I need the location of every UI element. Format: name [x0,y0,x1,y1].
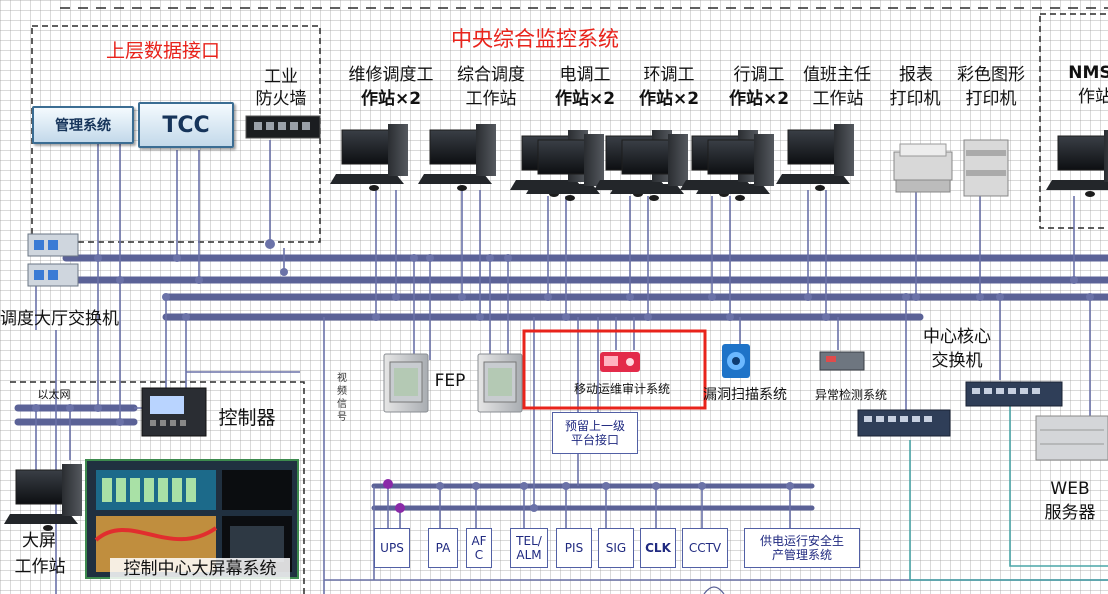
subsystem-cctv: CCTV [682,528,728,568]
mobile-audit-device [600,352,640,372]
mobile-audit-highlight [522,329,707,410]
nms-label-1: NMS [1068,63,1108,83]
hall-switch [27,233,79,287]
pc-nms [1045,129,1108,198]
ethernet-label: 以太网 [37,388,71,401]
vuln-scan-label: 漏洞扫描系统 [703,387,787,403]
firewall-label-1: 工业 [264,67,298,87]
firewall-device [245,115,321,139]
subsystem-pis: PIS [556,528,592,568]
anomaly-label: 异常检测系统 [814,388,887,402]
ws-power-2: 作站×2 [554,89,616,109]
bigscreen-frame [10,381,305,594]
ws-env-1: 环调工 [643,65,695,85]
fep-cabinet-1 [383,353,429,413]
core-switch-label-2: 交换机 [931,351,983,371]
printer-color-2: 打印机 [965,89,1017,109]
anomaly-device [819,351,865,371]
hall-switch-label: 调度大厅交换机 [0,309,119,329]
pc-duty [775,123,855,192]
fep-label: FEP [434,371,466,391]
controller-device [141,387,207,437]
reserved-interface-line-2: 平台接口 [570,433,619,447]
pc-bigscreen [3,463,83,532]
core-switch-label-1: 中心核心 [923,327,991,347]
reserved-interface-box: 预留上一级 平台接口 [552,412,638,454]
ws-maintenance-2: 作站×2 [360,89,422,109]
subsystem-afc: AF C [466,528,492,568]
ws-duty-1: 值班主任 [803,65,871,85]
printer-report-2: 打印机 [889,89,941,109]
firewall-label-2: 防火墙 [255,89,307,109]
subsystem-tel-alm: TEL/ ALM [510,528,548,568]
web-server-label-1: WEB [1050,479,1090,499]
subsystem-power-safety: 供电运行安全生 产管理系统 [744,528,860,568]
pc-integrated [417,123,497,192]
subsystem-pa: PA [428,528,458,568]
video-signal-label: 视频信号 [337,373,347,423]
printer-report-1: 报表 [899,65,933,85]
controller-label: 控制器 [218,407,276,429]
bigscreen-sys-label: 控制中心大屏幕系统 [110,558,290,580]
ws-integrated-1: 综合调度 [457,65,525,85]
ws-env-2: 作站×2 [638,89,700,109]
web-server-device [1035,415,1108,461]
nms-frame [1039,13,1108,229]
vuln-scan-device [722,344,750,378]
printer-color-1: 彩色图形 [957,65,1025,85]
mobile-audit-label: 移动运维审计系统 [573,382,670,396]
web-server-label-2: 服务器 [1044,503,1096,523]
mgmt-system-button: 管理系统 [32,106,134,144]
core-switch-device [857,381,1063,437]
nms-label-2: 作站 [1078,87,1108,107]
reserved-interface-line-1: 预留上一级 [564,419,625,433]
bigscreen-ws-label-2: 工作站 [14,557,66,577]
ws-maintenance-1: 维修调度工 [348,65,434,85]
ws-duty-2: 工作站 [812,89,864,109]
ws-train-1: 行调工 [733,65,785,85]
tcc-button: TCC [138,102,234,148]
bigscreen-ws-label-1: 大屏 [22,531,56,551]
upper-interface-title: 上层数据接口 [105,40,220,62]
ws-train-2: 作站×2 [728,89,790,109]
printer-color [963,139,1009,197]
subsystem-ups: UPS [374,528,410,568]
subsystem-clk: CLK [640,528,676,568]
ws-power-1: 电调工 [559,65,611,85]
printer-report [893,143,953,193]
subsystem-sig: SIG [598,528,634,568]
diagram-title: 中央综合监控系统 [451,27,619,51]
pc-maintenance [329,123,409,192]
fep-cabinet-2 [477,353,523,413]
ws-integrated-2: 工作站 [465,89,517,109]
